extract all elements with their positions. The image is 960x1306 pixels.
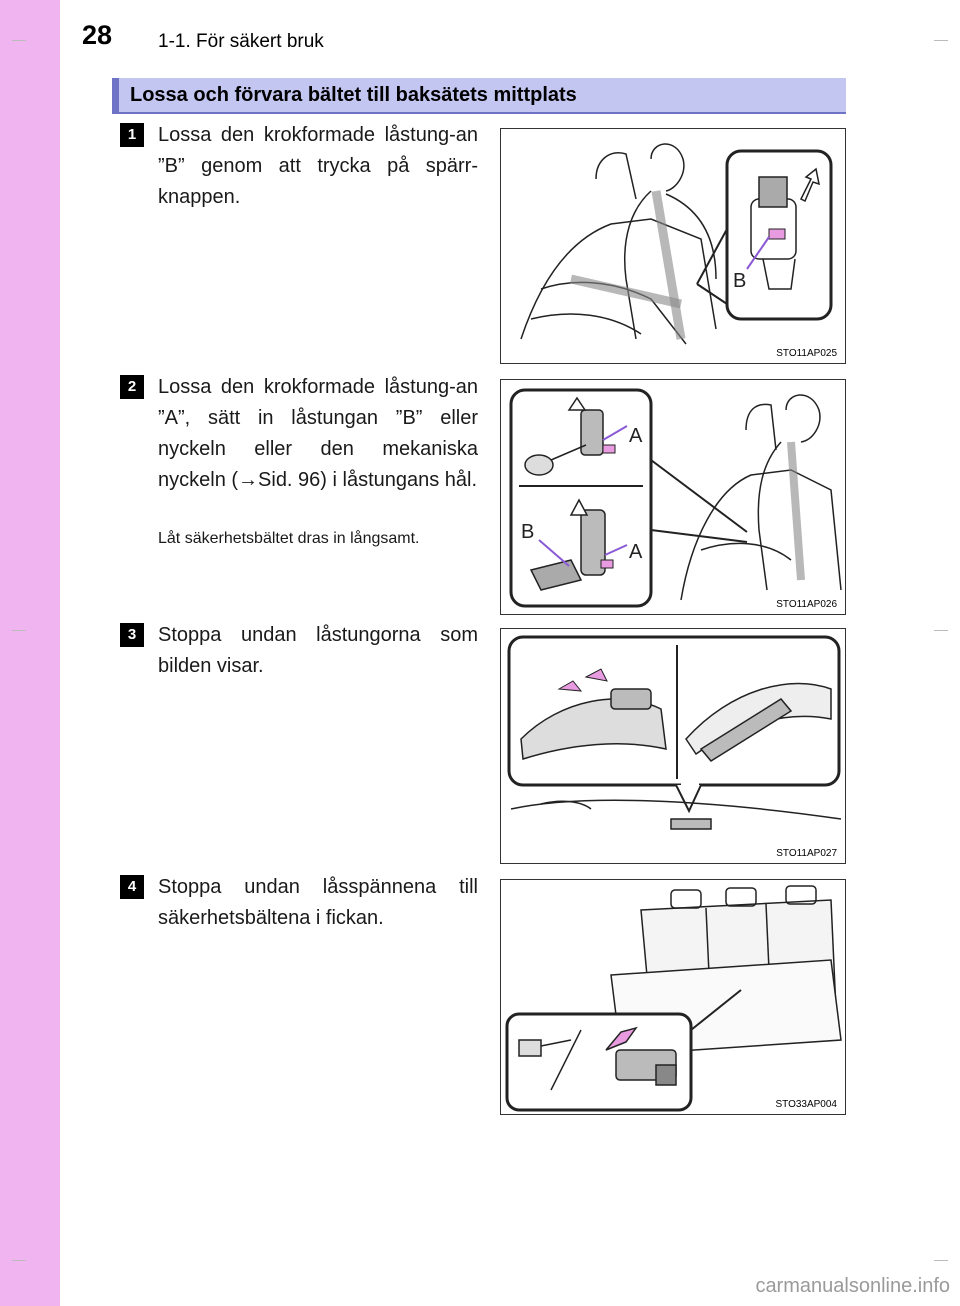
crop-mark — [12, 630, 26, 631]
step-3-text: Stoppa undan låstungorna som bilden visa… — [158, 624, 478, 677]
crop-mark — [934, 630, 948, 631]
step-1-text: Lossa den krokformade låstung-an ”B” gen… — [158, 124, 478, 208]
figure-step-2: A B A STO11AP026 — [500, 379, 846, 615]
step-number: 2 — [120, 375, 144, 399]
figure-step-4: STO33AP004 — [500, 879, 846, 1115]
crop-mark — [934, 40, 948, 41]
figure-code: STO11AP027 — [776, 848, 837, 859]
page-number: 28 — [82, 20, 113, 50]
figure-label-a: A — [629, 425, 643, 447]
seatbelt-tongue-illustration: A B A — [509, 388, 842, 608]
step-number: 4 — [120, 875, 144, 899]
chapter-title: 1-1. För säkert bruk — [158, 31, 324, 52]
figure-code: STO33AP004 — [775, 1099, 837, 1110]
step-2-text: Lossa den krokformade låstung-an ”A”, sä… — [158, 376, 478, 491]
figure-step-1: B STO11AP025 — [500, 128, 846, 364]
crop-mark — [12, 40, 26, 41]
figure-code: STO11AP026 — [776, 599, 837, 610]
step-number: 3 — [120, 623, 144, 647]
crop-mark — [934, 1260, 948, 1261]
figure-label-a: A — [629, 541, 643, 563]
figure-label-b: B — [733, 270, 746, 292]
step-number: 1 — [120, 123, 144, 147]
step-4-text: Stoppa undan låsspännena till säkerhetsb… — [158, 876, 478, 929]
figure-step-3: STO11AP027 — [500, 628, 846, 864]
buckle-pocket-illustration — [505, 885, 842, 1112]
page-sidebar — [0, 0, 60, 1306]
tongue-storage-illustration — [507, 635, 842, 830]
section-banner: Lossa och förvara bältet till baksätets … — [112, 78, 846, 114]
figure-code: STO11AP025 — [776, 348, 837, 359]
watermark: carmanualsonline.info — [755, 1275, 950, 1297]
figure-label-b: B — [521, 521, 534, 543]
section-title: Lossa och förvara bältet till baksätets … — [130, 84, 577, 106]
seatbelt-release-illustration: B — [520, 143, 833, 345]
banner-accent-bar — [112, 78, 119, 112]
step-2-note: Låt säkerhetsbältet dras in långsamt. — [158, 530, 420, 547]
crop-mark — [12, 1260, 26, 1261]
